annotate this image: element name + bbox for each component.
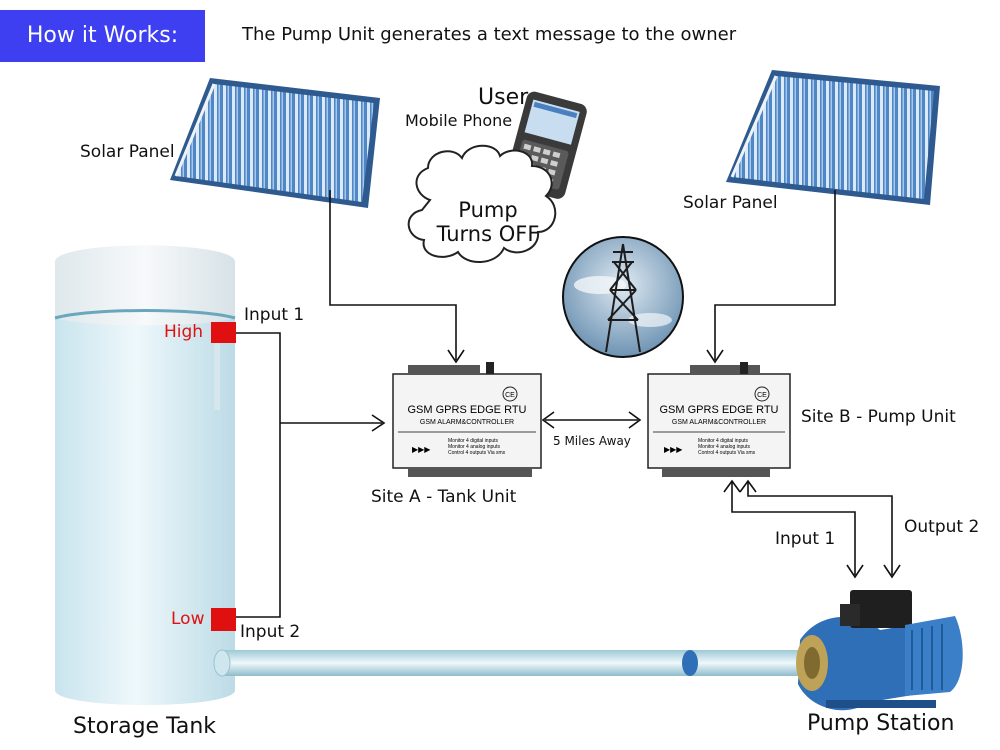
solar-panel-right-label: Solar Panel	[683, 193, 778, 213]
user-label: User	[478, 85, 529, 110]
rtu-title: GSM GPRS EDGE RTU	[660, 404, 779, 416]
arrow-head	[706, 349, 724, 364]
arrow-head	[739, 479, 757, 493]
connector-line	[747, 482, 893, 575]
connector-line	[714, 190, 836, 360]
rtu-note: Control 4 outputs Via sms	[698, 450, 756, 456]
arrow-head	[371, 414, 386, 432]
distance-label: 5 Miles Away	[553, 434, 631, 448]
arrow-head	[447, 349, 465, 364]
arrow-head	[723, 479, 741, 493]
rtu-note: Monitor 4 digital inputs	[448, 438, 499, 444]
low-label: Low	[171, 609, 205, 629]
pump-station-icon	[796, 590, 963, 711]
rtu-arrows: ▶▶▶	[664, 445, 683, 454]
solar-panel-left-icon	[170, 78, 380, 208]
connector-line	[329, 190, 457, 360]
rtu-arrows: ▶▶▶	[412, 445, 431, 454]
rtu-device-site-a: CE GSM GPRS EDGE RTU GSM ALARM&CONTROLLE…	[392, 362, 542, 477]
low-level-sensor	[211, 608, 236, 631]
site-b-label: Site B - Pump Unit	[801, 407, 956, 427]
ce-mark: CE	[505, 392, 515, 399]
arrow-head	[883, 564, 901, 579]
rtu-note: Monitor 4 analog inputs	[698, 444, 750, 450]
storage-tank-icon	[54, 245, 236, 705]
rtu-title: GSM GPRS EDGE RTU	[408, 404, 527, 416]
high-level-sensor	[211, 322, 236, 343]
rtu-note: Control 4 outputs Via sms	[448, 450, 506, 456]
cloud-message: Pump Turns OFF	[418, 198, 558, 246]
input-2-tank-label: Input 2	[240, 622, 301, 642]
site-a-label: Site A - Tank Unit	[371, 487, 517, 507]
pump-station-label: Pump Station	[807, 711, 955, 736]
rtu-subtitle: GSM ALARM&CONTROLLER	[420, 419, 514, 426]
input-1-pump-label: Input 1	[775, 529, 836, 549]
rtu-subtitle: GSM ALARM&CONTROLLER	[672, 419, 766, 426]
input-1-tank-label: Input 1	[244, 305, 305, 325]
how-it-works-badge: How it Works:	[0, 10, 205, 62]
storage-tank-label: Storage Tank	[73, 714, 217, 739]
arrow-head	[846, 564, 864, 579]
cloud-line-1: Pump	[458, 198, 518, 222]
solar-panel-right-icon	[726, 70, 940, 205]
arrow-head	[628, 411, 642, 429]
connector-line	[731, 482, 856, 575]
rtu-note: Monitor 4 analog inputs	[448, 444, 500, 450]
thought-cloud-icon	[407, 144, 557, 264]
cell-tower-icon	[562, 236, 684, 358]
rtu-note: Monitor 4 digital inputs	[698, 438, 749, 444]
wiring	[236, 190, 901, 618]
ce-mark: CE	[757, 392, 767, 399]
mobile-phone-label: Mobile Phone	[405, 111, 513, 130]
rtu-device-site-b: CE GSM GPRS EDGE RTU GSM ALARM&CONTROLLE…	[647, 362, 791, 477]
connector-line	[236, 332, 281, 618]
water-pipe	[213, 649, 800, 677]
solar-panel-left-label: Solar Panel	[80, 142, 175, 162]
output-2-pump-label: Output 2	[904, 517, 980, 537]
high-label: High	[164, 322, 204, 342]
cloud-line-2: Turns OFF	[436, 222, 540, 246]
arrow-head	[541, 411, 555, 429]
headline: The Pump Unit generates a text message t…	[242, 24, 737, 45]
